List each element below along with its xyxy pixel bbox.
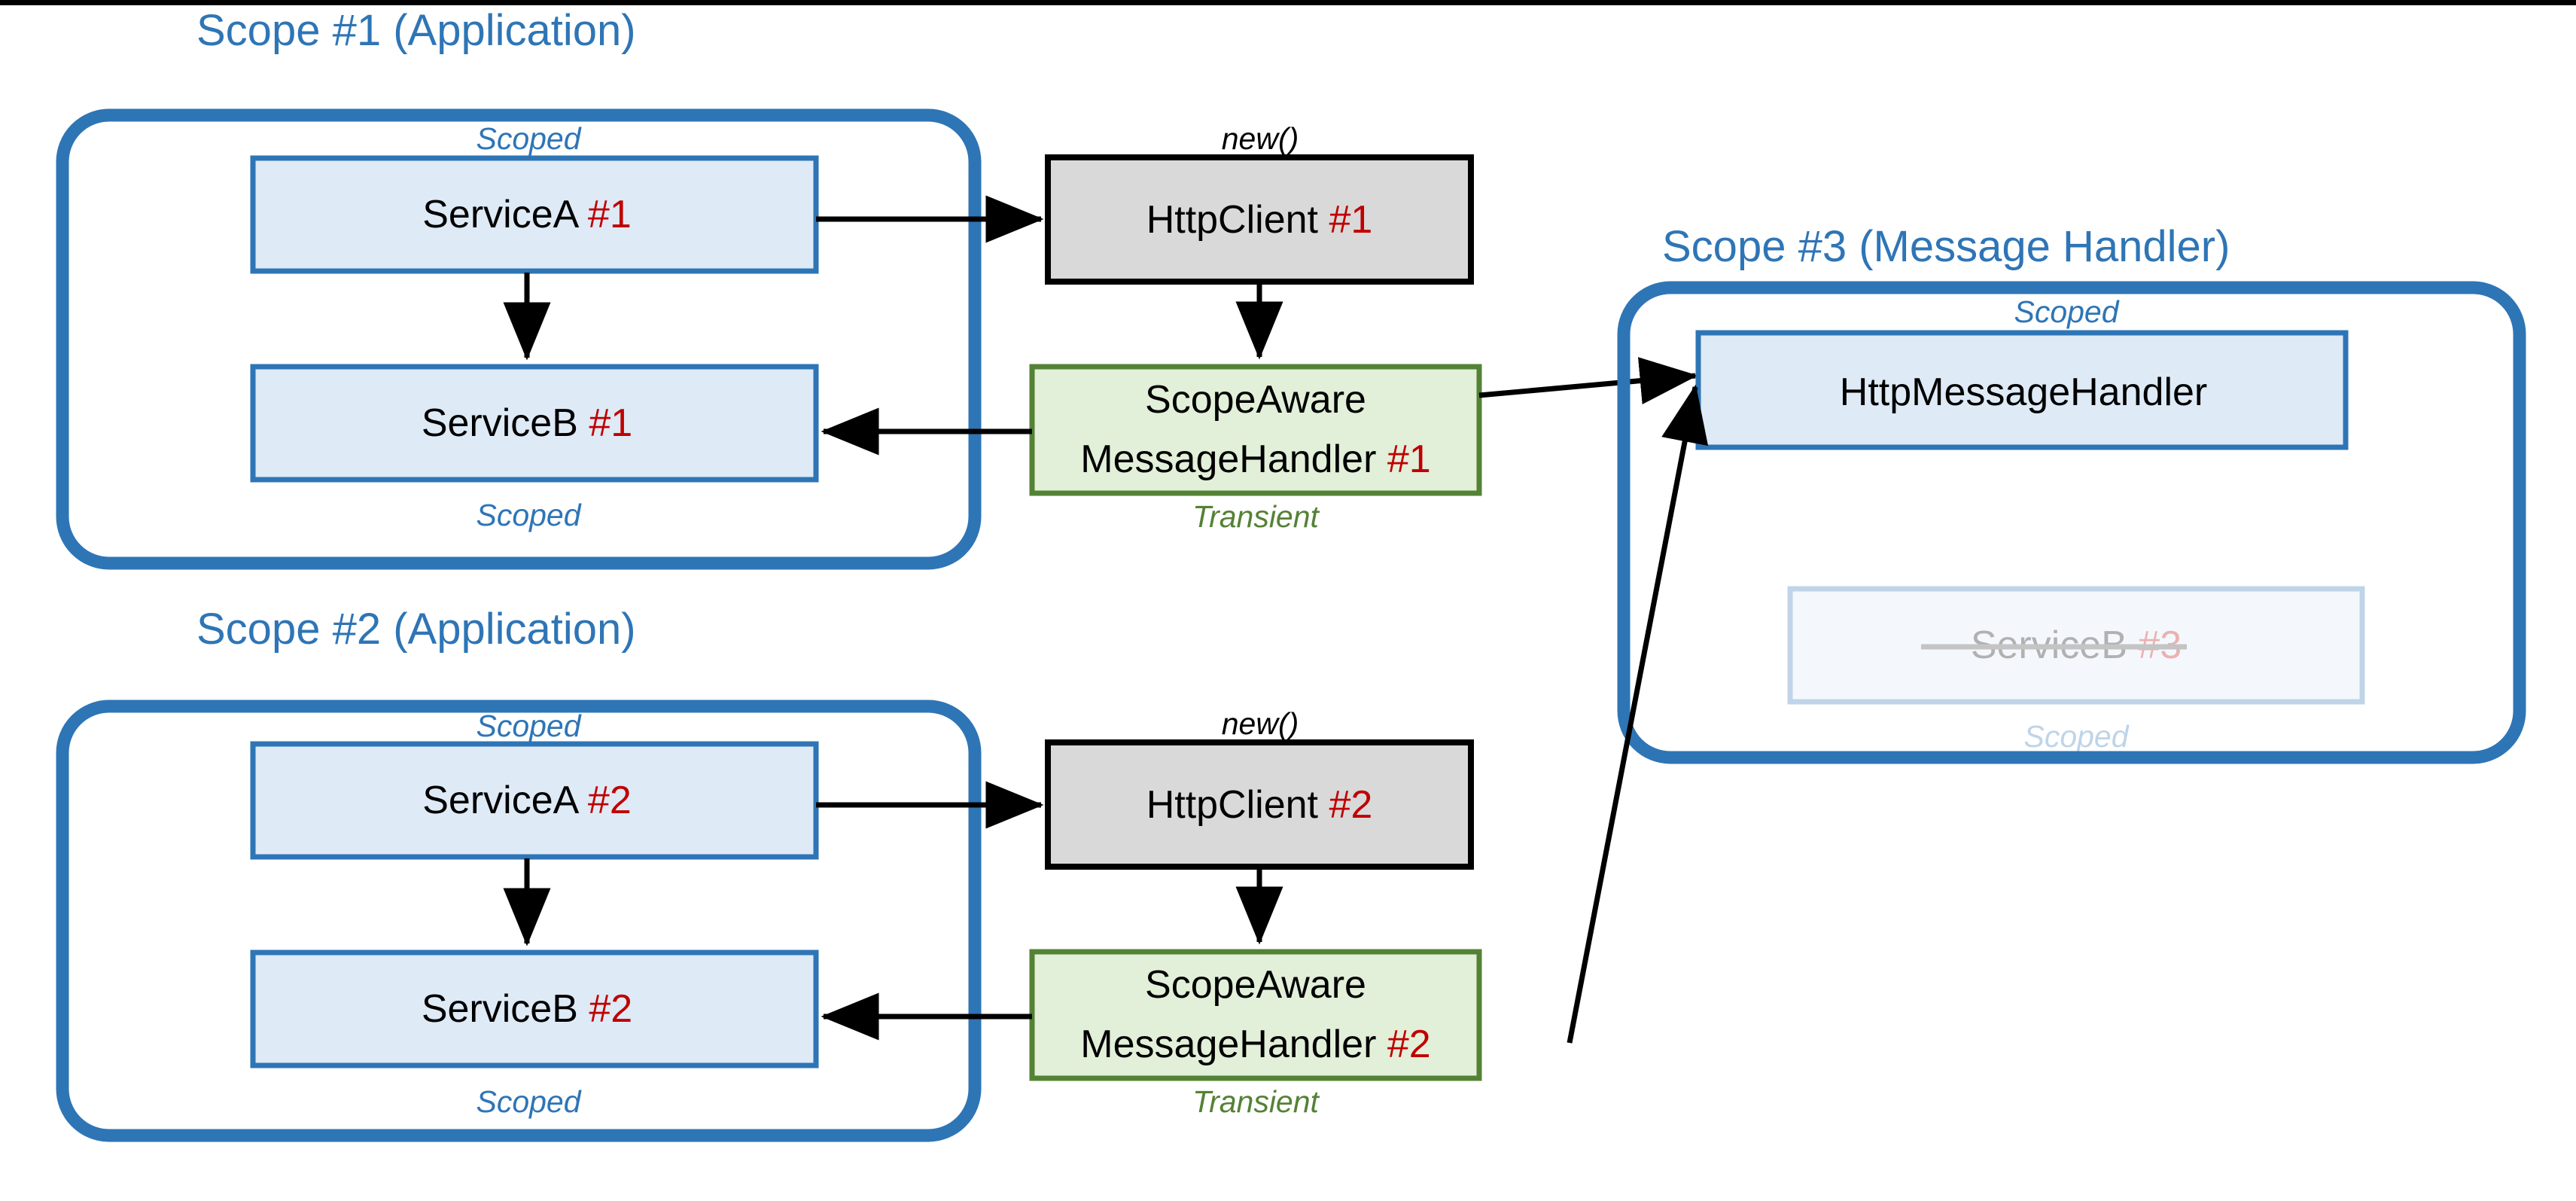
scope2-container: [56, 700, 982, 1142]
box-serviceb-2[interactable]: [250, 950, 819, 1068]
box-handler-1-label-line1: ScopeAware: [1145, 378, 1366, 422]
scope1-top-stereotype: Scoped: [476, 121, 581, 156]
handler2-stereotype: Transient: [1192, 1084, 1320, 1119]
box-handler-1-label-line2: MessageHandler #1: [1080, 437, 1430, 481]
box-servicea-1[interactable]: [250, 155, 819, 274]
edge-handler2-httpmessagehandler: [1567, 384, 1709, 1044]
scope2-top-stereotype: Scoped: [476, 709, 581, 743]
box-httpmessagehandler[interactable]: [1695, 330, 2349, 450]
box-handler-2-label-line1: ScopeAware: [1145, 963, 1366, 1007]
scope3-bottom-stereotype: Scoped: [2023, 719, 2129, 754]
scope2-bottom-stereotype: Scoped: [476, 1084, 581, 1119]
scope3-container: [1617, 281, 2526, 764]
box-serviceb-3-group: ServiceB #3 Scoped: [1787, 586, 2365, 754]
scope1-title: Scope #1 (Application): [196, 6, 636, 55]
box-serviceb-3: [1787, 586, 2365, 705]
box-handler-1[interactable]: [1029, 364, 1482, 496]
box-serviceb-3-label: ServiceB #3: [1971, 623, 2182, 667]
httpclient2-stereotype: new(): [1222, 706, 1299, 741]
scope1-container: [56, 108, 982, 570]
box-servicea-2-label: ServiceA #2: [422, 779, 632, 822]
scope3-top-stereotype: Scoped: [2014, 294, 2119, 329]
handler1-stereotype: Transient: [1192, 499, 1320, 534]
box-httpmessagehandler-label: HttpMessageHandler: [1840, 370, 2207, 414]
edge-handler1-httpmessagehandler: [1478, 357, 1698, 405]
box-httpclient-2-label: HttpClient #2: [1146, 783, 1373, 827]
httpclient1-stereotype: new(): [1222, 121, 1299, 156]
scope3-title: Scope #3 (Message Handler): [1662, 222, 2230, 271]
top-black-bar: [0, 0, 2576, 5]
box-servicea-1-label: ServiceA #1: [422, 193, 632, 236]
box-serviceb-2-label: ServiceB #2: [422, 987, 632, 1031]
box-serviceb-1-label: ServiceB #1: [422, 401, 632, 445]
box-handler-2-label-line2: MessageHandler #2: [1080, 1023, 1430, 1066]
box-servicea-2[interactable]: [250, 741, 819, 860]
box-httpclient-1-label: HttpClient #1: [1146, 198, 1373, 242]
scope2-title: Scope #2 (Application): [196, 605, 636, 654]
box-serviceb-1[interactable]: [250, 364, 819, 483]
scope1-bottom-stereotype: Scoped: [476, 498, 581, 532]
box-handler-2[interactable]: [1029, 949, 1482, 1081]
